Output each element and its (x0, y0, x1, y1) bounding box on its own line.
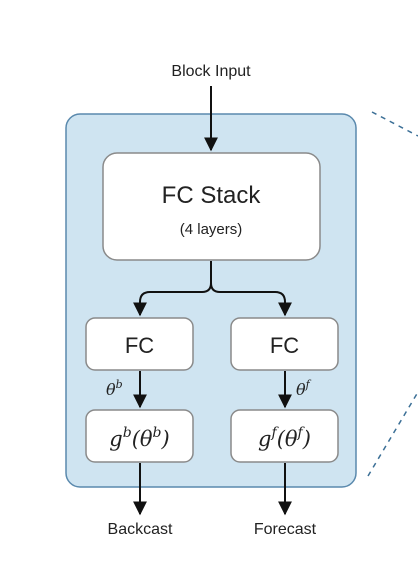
fc-stack-title: FC Stack (162, 182, 262, 209)
theta-label-backcast: θb (106, 378, 123, 399)
dashed-connector-top (371, 111, 418, 137)
dashed-connector-bottom (367, 391, 418, 477)
forecast-label: Forecast (254, 521, 317, 538)
backcast-label: Backcast (108, 521, 173, 538)
split-arrow-right (210, 282, 292, 317)
g-box-backcast (85, 409, 194, 463)
fc-box-backcast-label: FC (125, 333, 154, 358)
fc-box-forecast-label: FC (270, 333, 299, 358)
fc-box-backcast (85, 317, 194, 371)
g-function-backcast: gb(θb) (109, 425, 169, 451)
fc-stack-subtitle: (4 layers) (180, 221, 243, 238)
theta-label-forecast: θf (296, 378, 312, 399)
g-box-forecast (230, 409, 339, 463)
fc-box-forecast (230, 317, 339, 371)
g-function-forecast: gf(θf) (258, 425, 311, 451)
fc-stack-box (102, 152, 321, 261)
block-input-label: Block Input (171, 63, 251, 80)
